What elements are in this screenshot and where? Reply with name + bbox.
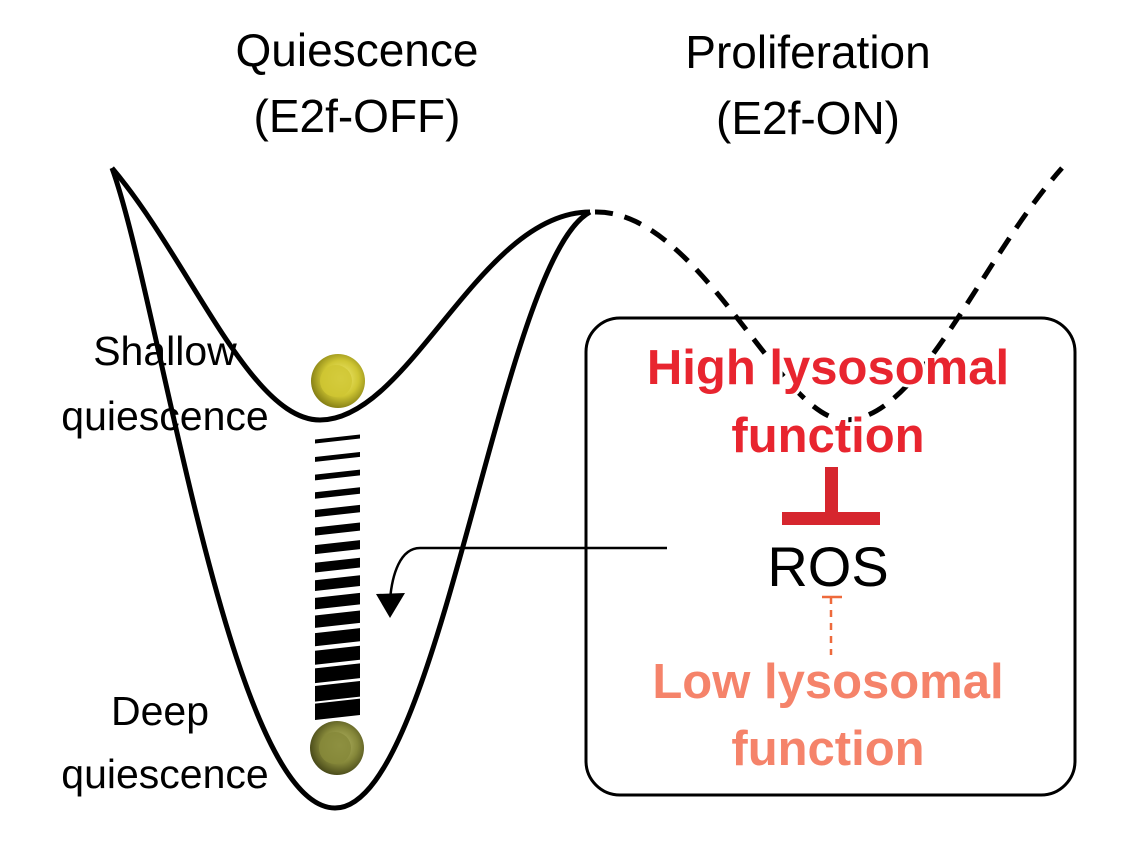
- proliferation-dashed-curve: [594, 166, 1064, 423]
- proliferation-subtitle: (E2f-ON): [716, 92, 900, 144]
- depth-bar: [315, 663, 360, 684]
- depth-bar: [315, 504, 360, 518]
- high-lysosomal-label: High lysosomal: [647, 341, 1009, 395]
- shallow-label: Shallow: [93, 328, 237, 374]
- shallow-cell-core: [320, 365, 352, 397]
- shallow-quiescence-label: quiescence: [61, 393, 268, 439]
- depth-bar: [315, 592, 360, 610]
- low-lysosomal-label: Low lysosomal: [652, 655, 1003, 709]
- depth-bar: [315, 698, 360, 720]
- high-function-label: function: [731, 409, 924, 463]
- deep-quiescence-cell: [310, 721, 364, 775]
- depth-bar: [315, 487, 360, 499]
- arrowhead-icon: [376, 593, 405, 618]
- ros-label: ROS: [767, 535, 888, 598]
- depth-bar: [315, 575, 360, 591]
- depth-bar: [315, 452, 360, 462]
- depth-bar: [315, 645, 360, 665]
- depth-bar: [315, 557, 360, 573]
- depth-bar: [315, 434, 360, 444]
- shallow-quiescence-cell: [311, 354, 365, 408]
- depth-bar: [315, 469, 360, 481]
- lysosome-ros-box: [584, 316, 1077, 797]
- shallow-landscape-curve: [110, 166, 591, 423]
- depth-bar: [315, 628, 360, 647]
- depth-bar: [315, 540, 360, 555]
- inhibition-bar: [782, 512, 880, 525]
- deep-landscape-curve: [109, 167, 592, 811]
- depth-bar: [315, 522, 360, 536]
- depth-bar: [315, 680, 360, 702]
- ros-to-depth-arrow: [388, 546, 667, 601]
- proliferation-title: Proliferation: [685, 26, 930, 78]
- inhibition-stem: [825, 467, 838, 513]
- deep-quiescence-label: quiescence: [61, 751, 268, 797]
- low-function-label: function: [731, 722, 924, 776]
- depth-gradient-bars: [315, 434, 360, 720]
- quiescence-title: Quiescence: [236, 24, 479, 76]
- depth-bar: [315, 610, 360, 628]
- deep-label: Deep: [111, 688, 209, 734]
- quiescence-subtitle: (E2f-OFF): [254, 90, 461, 142]
- deep-cell-core: [319, 732, 351, 764]
